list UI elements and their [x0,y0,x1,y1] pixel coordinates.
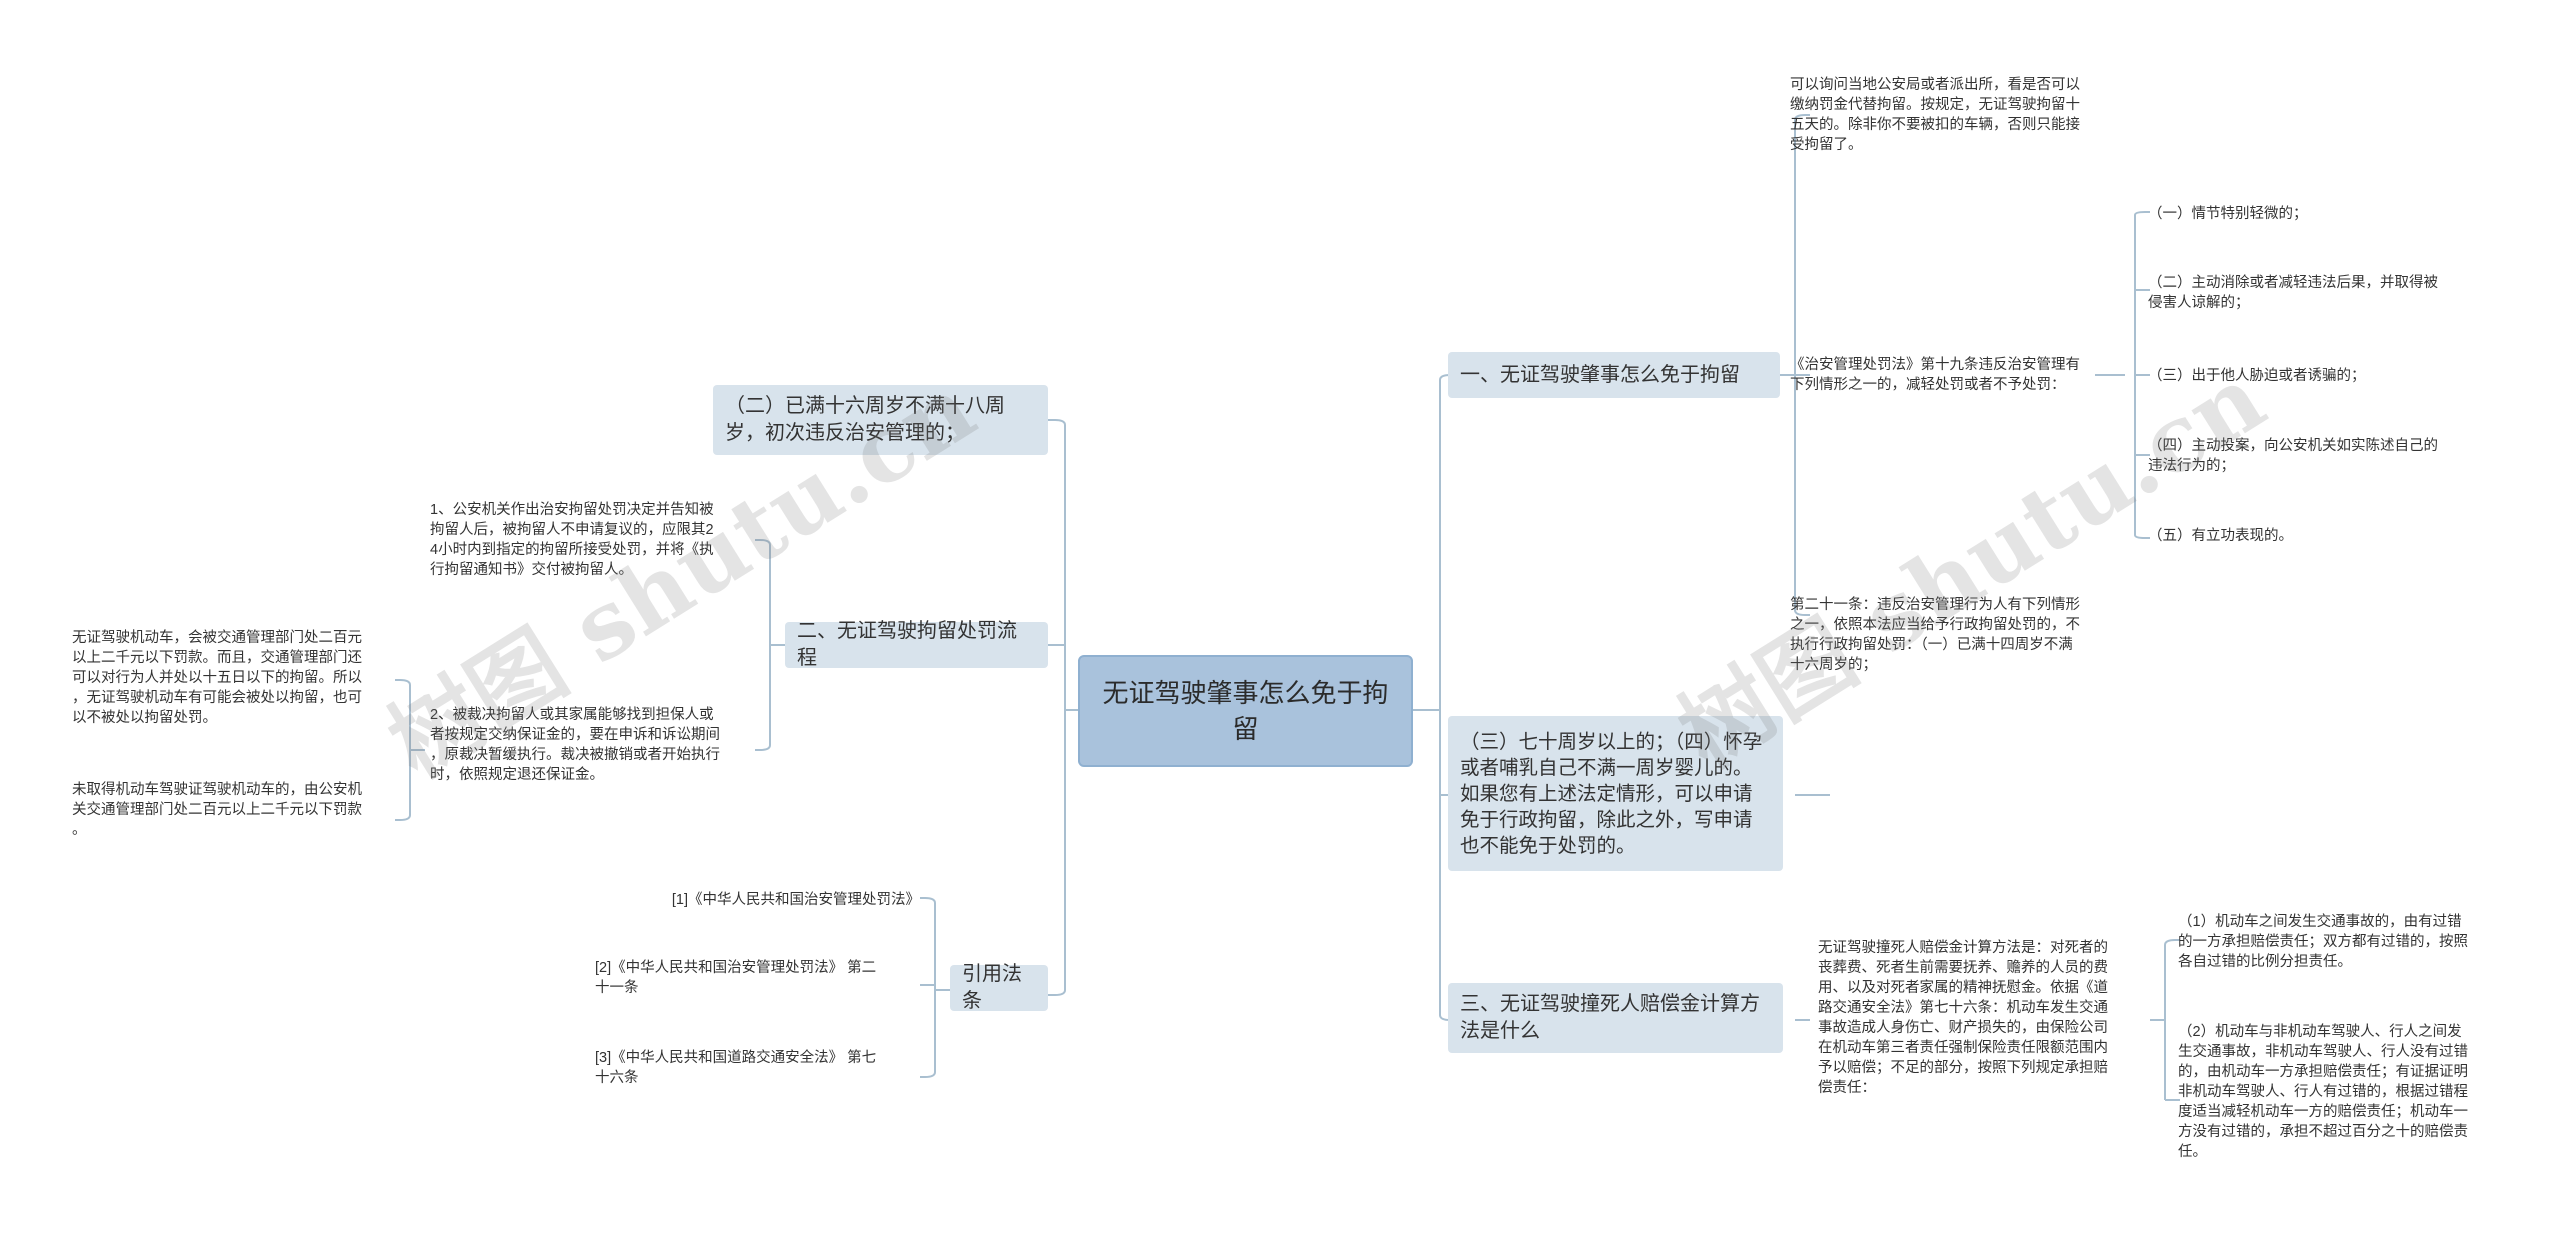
root-topic[interactable]: 无证驾驶肇事怎么免于拘留 [1078,655,1413,767]
leaf-no-license-fine: 未取得机动车驾驶证驾驶机动车的，由公安机 关交通管理部门处二百元以上二千元以下罚… [72,782,362,838]
leaf-article-19-item-1: （一）情节特别轻微的； [2148,206,2308,222]
branch-age-exemption[interactable]: （三）七十周岁以上的；（四）怀孕或者哺乳自己不满一周岁婴儿的。如果您有上述法定情… [1448,716,1783,871]
leaf-citation-1[interactable]: [1]《中华人民共和国治安管理处罚法》 [671,892,920,908]
leaf-article-19-item-4: （四）主动投案，向公安机关如实陈述自己的 违法行为的； [2148,438,2438,474]
link-b1b-1 [2134,211,2150,216]
leaf-article-19-item-3: （三）出于他人胁迫或者诱骗的； [2148,368,2366,384]
branch-title: 一、无证驾驶肇事怎么免于拘留 [1460,363,1740,386]
leaf-article-19: 《治安管理处罚法》第十九条违反治安管理有 下列情形之一的，减轻处罚或者不予处罚： [1790,357,2080,393]
branch-title: 二、无证驾驶拘留处罚流程 [797,620,1017,669]
link-b3a-trunk [2150,945,2166,1100]
leaf-procedure-step-2: 2、被裁决拘留人或其家属能够找到担保人或 者按规定交纳保证金的，要在申诉和诉讼期… [430,707,720,783]
branch-cited-laws[interactable]: 引用法条 [950,963,1048,1012]
link-left-l3 [1048,989,1066,996]
link-left-l1 [1048,419,1066,426]
link-b1-c [1794,609,1810,616]
link-l2-1 [755,539,771,546]
branch-title: （三）七十周岁以上的；（四）怀孕或者哺乳自己不满一周岁婴儿的。如果您有上述法定情… [1460,730,1763,857]
leaf-compensation-method: 无证驾驶撞死人赔偿金计算方法是：对死者的 丧葬费、死者生前需要抚养、赡养的人员的… [1818,940,2108,1096]
branch-title: 引用法条 [962,963,1022,1012]
leaf-unlicensed-fine: 无证驾驶机动车，会被交通管理部门处二百元 以上二千元以下罚款。而且，交通管理部门… [72,630,362,726]
branch-title: 三、无证驾驶撞死人赔偿金计算方法是什么 [1460,993,1760,1042]
link-l3-1 [920,897,936,904]
branch-age-16-18[interactable]: （二）已满十六周岁不满十八周岁，初次违反治安管理的； [713,385,1048,455]
link-b1b-5 [2134,534,2150,539]
branch-title: （二）已满十六周岁不满十八周岁，初次违反治安管理的； [725,395,1005,444]
link-l3-trunk [934,903,950,1072]
root-title: 无证驾驶肇事怎么免于拘留 [1102,678,1389,744]
link-b3a-1 [2164,939,2180,946]
leaf-pay-fine: 可以询问当地公安局或者派出所，看是否可以 缴纳罚金代替拘留。按规定，无证驾驶拘留… [1790,77,2080,153]
branch-free-from-detention[interactable]: 一、无证驾驶肇事怎么免于拘留 [1448,352,1780,398]
leaf-article-19-item-5: （五）有立功表现的。 [2148,528,2293,544]
branch-death-compensation[interactable]: 三、无证驾驶撞死人赔偿金计算方法是什么 [1448,983,1783,1053]
branch-detention-procedure[interactable]: 二、无证驾驶拘留处罚流程 [785,620,1048,669]
leaf-article-19-item-2: （二）主动消除或者减轻违法后果，并取得被 侵害人谅解的； [2148,275,2438,311]
leaf-article-21: 第二十一条：违反治安管理行为人有下列情形 之一，依照本法应当给予行政拘留处罚的，… [1790,597,2080,673]
leaf-compensation-case-1: （1）机动车之间发生交通事故的，由有过错 的一方承担赔偿责任；双方都有过错的，按… [2178,914,2468,970]
link-l22-trunk [409,685,425,815]
link-l2-2 [755,744,771,751]
leaf-compensation-case-2: （2）机动车与非机动车驾驶人、行人之间发 生交通事故，非机动车驾驶人、行人没有过… [2178,1024,2468,1160]
link-b1-trunk [1780,120,1796,610]
leaf-citation-2[interactable]: [2]《中华人民共和国治安管理处罚法》 第二 十一条 [595,960,877,996]
leaf-procedure-step-1: 1、公安机关作出治安拘留处罚决定并告知被 拘留人后，被拘留人不申请复议的，应限其… [430,502,714,578]
link-b1-a [1794,114,1810,121]
link-l22-1 [395,679,411,686]
leaf-citation-3[interactable]: [3]《中华人民共和国道路交通安全法》 第七 十六条 [595,1050,877,1086]
link-l3-3 [920,1071,936,1078]
link-l2-trunk [769,545,785,745]
link-l22-2 [395,814,411,821]
